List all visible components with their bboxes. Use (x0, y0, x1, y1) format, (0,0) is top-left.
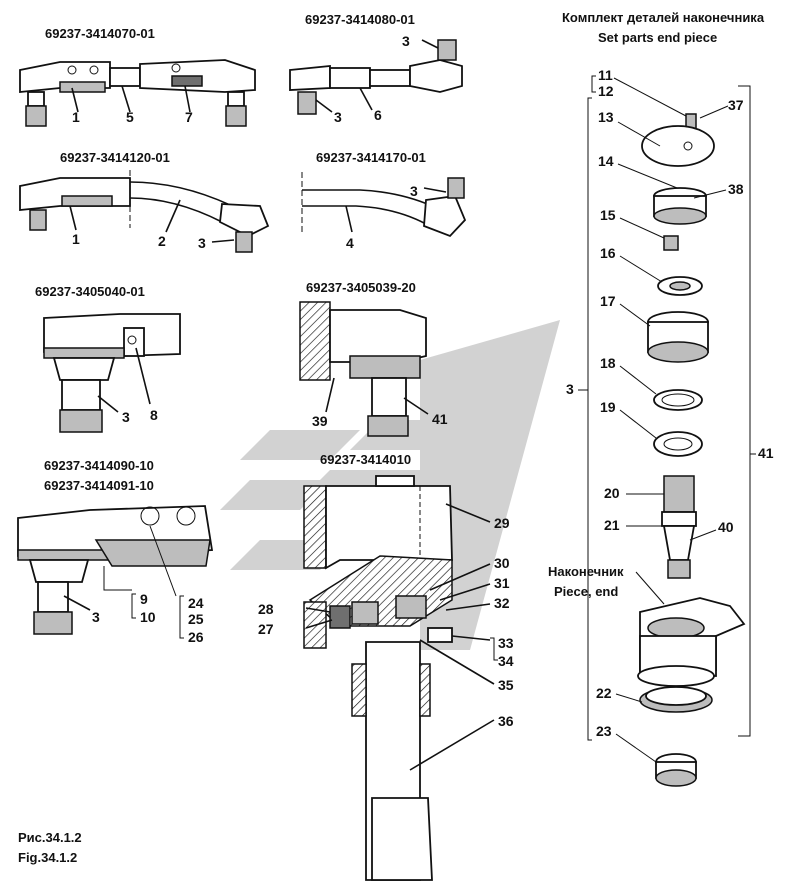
assembly-label: 69237-3414070-01 (45, 26, 155, 41)
figure-label-en: Fig.34.1.2 (18, 850, 77, 865)
callout-41: 41 (432, 411, 448, 427)
assembly-label: 69237-3414090-10 (44, 458, 154, 473)
callout-39: 39 (312, 413, 328, 429)
assembly-3414090-10: 69237-3414090-10 69237-3414091-10 3 9 10… (17, 458, 214, 645)
kit-title-ru: Комплект деталей наконечника (562, 10, 765, 25)
callout-3: 3 (402, 33, 410, 49)
callout-34: 34 (498, 653, 514, 669)
callout-29: 29 (494, 515, 510, 531)
callout-37: 37 (728, 97, 744, 113)
callout-16: 16 (600, 245, 616, 261)
callout-1: 1 (72, 109, 80, 125)
callout-40: 40 (718, 519, 734, 535)
assembly-3414010: 69237-3414010 29 30 31 32 33 34 35 36 28 (258, 452, 514, 881)
callout-10: 10 (140, 609, 156, 625)
callout-3: 3 (566, 381, 574, 397)
callout-33: 33 (498, 635, 514, 651)
callout-2: 2 (158, 233, 166, 249)
assembly-3405040-01: 69237-3405040-01 3 8 (35, 284, 181, 433)
callout-14: 14 (598, 153, 614, 169)
callout-41: 41 (758, 445, 774, 461)
callout-1: 1 (72, 231, 80, 247)
assembly-3414070-01: 69237-3414070-01 1 5 7 (19, 26, 256, 127)
watermark-logo (220, 320, 560, 650)
callout-3: 3 (198, 235, 206, 251)
callout-18: 18 (600, 355, 616, 371)
callout-36: 36 (498, 713, 514, 729)
callout-26: 26 (188, 629, 204, 645)
assembly-label: 69237-3414120-01 (60, 150, 170, 165)
callout-23: 23 (596, 723, 612, 739)
callout-38: 38 (728, 181, 744, 197)
assembly-3414080-01: 69237-3414080-01 3 3 6 (289, 12, 463, 125)
callout-13: 13 (598, 109, 614, 125)
callout-25: 25 (188, 611, 204, 627)
callout-19: 19 (600, 399, 616, 415)
callout-32: 32 (494, 595, 510, 611)
callout-27: 27 (258, 621, 274, 637)
callout-11: 11 (598, 67, 613, 83)
callout-3: 3 (92, 609, 100, 625)
callout-22: 22 (596, 685, 612, 701)
callout-28: 28 (258, 601, 274, 617)
assembly-label: 69237-3414080-01 (305, 12, 415, 27)
callout-8: 8 (150, 407, 158, 423)
assembly-label: 69237-3414170-01 (316, 150, 426, 165)
figure-caption: Рис.34.1.2 Fig.34.1.2 (18, 830, 82, 865)
callout-4: 4 (346, 235, 354, 251)
assembly-label: 69237-3414091-10 (44, 478, 154, 493)
assembly-label: 69237-3405040-01 (35, 284, 145, 299)
assembly-3405039-20: 69237-3405039-20 39 41 (299, 280, 448, 437)
callout-35: 35 (498, 677, 514, 693)
callout-9: 9 (140, 591, 148, 607)
end-piece-label-ru: Наконечник (548, 564, 624, 579)
callout-3: 3 (410, 183, 418, 199)
assembly-3414170-01: 69237-3414170-01 3 4 (301, 150, 467, 251)
callout-12: 12 (598, 83, 614, 99)
assembly-label: 69237-3414010 (320, 452, 411, 467)
kit-title-en: Set parts end piece (598, 30, 717, 45)
callout-7: 7 (185, 109, 193, 125)
end-piece-label-en: Piece, end (554, 584, 618, 599)
callout-31: 31 (494, 575, 510, 591)
assembly-label: 69237-3405039-20 (306, 280, 416, 295)
callout-17: 17 (600, 293, 616, 309)
callout-24: 24 (188, 595, 204, 611)
callout-3: 3 (334, 109, 342, 125)
callout-15: 15 (600, 207, 616, 223)
assembly-3414120-01: 69237-3414120-01 1 2 3 (19, 150, 270, 253)
callout-30: 30 (494, 555, 510, 571)
end-piece-kit: Комплект деталей наконечника Set parts e… (548, 10, 774, 787)
callout-5: 5 (126, 109, 134, 125)
callout-21: 21 (604, 517, 620, 533)
callout-20: 20 (604, 485, 620, 501)
callout-3: 3 (122, 409, 130, 425)
callout-6: 6 (374, 107, 382, 123)
figure-label-ru: Рис.34.1.2 (18, 830, 82, 845)
